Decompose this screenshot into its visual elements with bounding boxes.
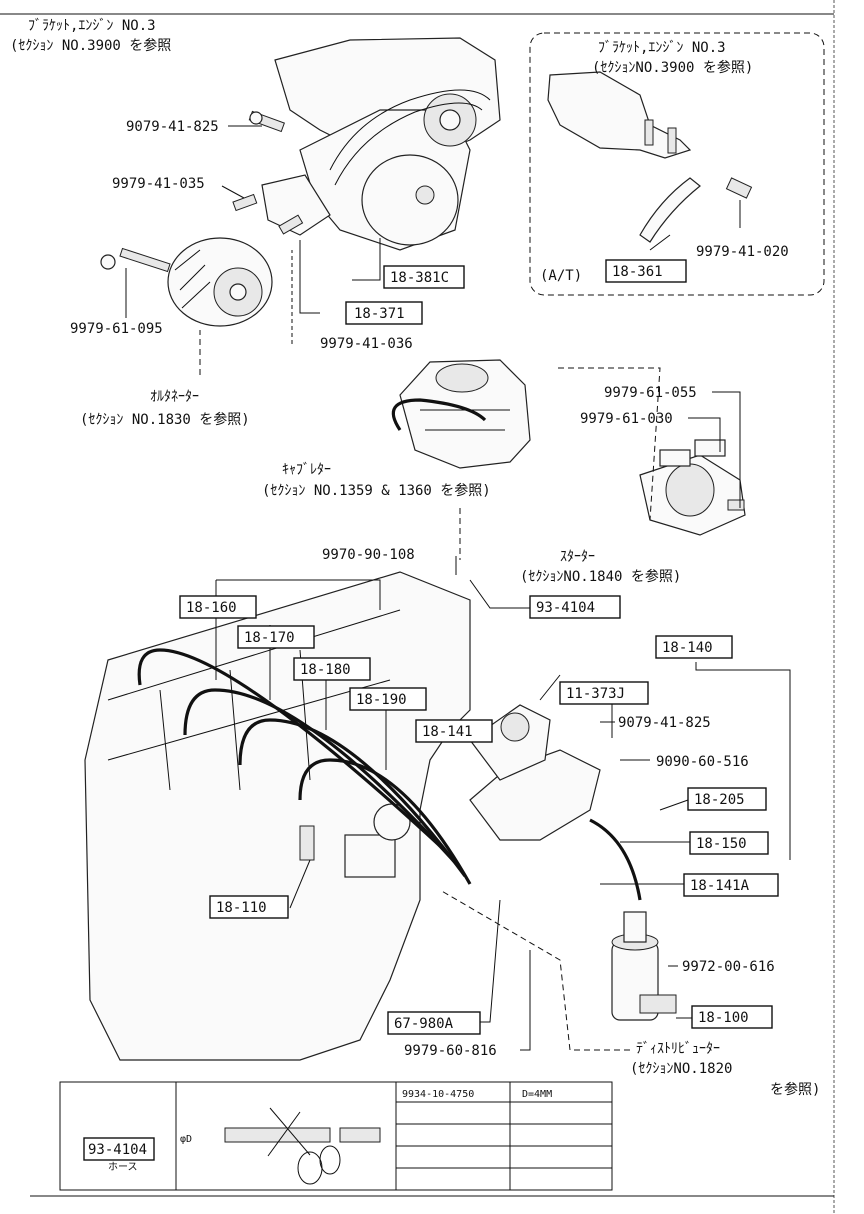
- svg-text:18-180: 18-180: [300, 662, 351, 678]
- at-bracket-illustration: [547, 71, 753, 243]
- svg-text:18-371: 18-371: [354, 306, 405, 322]
- svg-text:18-205: 18-205: [694, 792, 745, 808]
- boxed-label-18-150: 18-150: [689, 831, 769, 855]
- svg-text:18-160: 18-160: [186, 600, 237, 616]
- svg-text:93-4104: 93-4104: [88, 1142, 147, 1158]
- table-part-box: 93-4104 ホース: [83, 1137, 155, 1173]
- starter-ref: (ｾｸｼｮﾝNO.1840 を参照): [520, 568, 681, 585]
- svg-text:18-381C: 18-381C: [390, 270, 449, 286]
- part-label-9979-61-095: 9979-61-095: [70, 321, 163, 337]
- boxed-label-67-980A: 67-980A: [387, 1011, 481, 1035]
- svg-text:ホース: ホース: [108, 1161, 138, 1173]
- boxed-label-18-381C: 18-381C: [383, 265, 465, 289]
- svg-text:67-980A: 67-980A: [394, 1016, 454, 1032]
- svg-text:18-141A: 18-141A: [690, 878, 750, 894]
- part-label-9979-41-020: 9979-41-020: [696, 244, 789, 260]
- part-label-9079-41-825: 9079-41-825: [126, 119, 219, 135]
- part-label-9979-41-035: 9979-41-035: [112, 176, 205, 192]
- distributor-illustration: [469, 704, 601, 841]
- phi-d-label: φD: [180, 1134, 192, 1145]
- svg-text:18-140: 18-140: [662, 640, 713, 656]
- svg-text:18-100: 18-100: [698, 1010, 749, 1026]
- distributor-title: ﾃﾞｨｽﾄﾘﾋﾞｭｰﾀｰ: [636, 1041, 720, 1057]
- alternator-title: ｵﾙﾀﾈｰﾀｰ: [150, 389, 199, 405]
- part-label-9979-60-816: 9979-60-816: [404, 1043, 497, 1059]
- starter-title: ｽﾀｰﾀｰ: [560, 549, 595, 565]
- svg-text:18-190: 18-190: [356, 692, 407, 708]
- boxed-label-18-361: 18-361: [605, 259, 687, 283]
- svg-text:18-150: 18-150: [696, 836, 747, 852]
- boxed-label-18-190: 18-190: [349, 687, 427, 711]
- part-label-9090-60-516: 9090-60-516: [656, 754, 749, 770]
- bracket-inset-title: ﾌﾞﾗｹｯﾄ,ｴﾝｼﾞﾝ NO.3: [598, 40, 726, 56]
- bracket-inset-ref: (ｾｸｼｮﾝNO.3900 を参照): [592, 59, 753, 76]
- part-label-9979-41-036: 9979-41-036: [320, 336, 413, 352]
- distributor-ref: (ｾｸｼｮﾝNO.1820: [630, 1061, 732, 1077]
- boxed-label-93-4104: 93-4104: [529, 595, 621, 619]
- at-variant-label: (A/T): [540, 268, 582, 284]
- boxed-label-18-100: 18-100: [691, 1005, 773, 1029]
- svg-text:18-361: 18-361: [612, 264, 663, 280]
- part-label-9979-61-030: 9979-61-030: [580, 411, 673, 427]
- boxed-label-18-371: 18-371: [345, 301, 423, 325]
- svg-text:18-110: 18-110: [216, 900, 267, 916]
- boxed-label-18-180: 18-180: [293, 657, 371, 681]
- table-header-dim: D=4MM: [522, 1089, 552, 1100]
- spark-plug-icon: [299, 825, 315, 861]
- bracket-main-title: ﾌﾞﾗｹｯﾄ,ｴﾝｼﾞﾝ NO.3: [28, 18, 156, 34]
- starter-illustration: [639, 439, 746, 536]
- svg-text:18-141: 18-141: [422, 724, 473, 740]
- bolt-icons: [232, 110, 304, 235]
- boxed-label-18-205: 18-205: [687, 787, 767, 811]
- part-label-9079-41-825-b: 9079-41-825: [618, 715, 711, 731]
- alternator-ref: (ｾｸｼｮﾝ NO.1830 を参照): [80, 411, 250, 428]
- inset-frame: [529, 32, 825, 296]
- carburetor-ref: (ｾｸｼｮﾝ NO.1359 & 1360 を参照): [262, 482, 491, 499]
- part-label-9979-61-055: 9979-61-055: [604, 385, 697, 401]
- boxed-label-18-141: 18-141: [415, 719, 493, 743]
- engine-bracket-illustration: [261, 37, 501, 251]
- bracket-main-ref: (ｾｸｼｮﾝ NO.3900 を参照: [10, 37, 171, 54]
- distributor-ref-end: を参照): [770, 1081, 820, 1098]
- svg-text:11-373J: 11-373J: [566, 686, 625, 702]
- ignition-coil-illustration: [611, 911, 677, 1021]
- boxed-label-11-373J: 11-373J: [559, 681, 649, 705]
- hose-spec-table: [59, 1081, 613, 1191]
- boxed-label-18-110: 18-110: [209, 895, 289, 919]
- part-label-9972-00-616: 9972-00-616: [682, 959, 775, 975]
- hose-illustration: [224, 1107, 381, 1185]
- boxed-label-18-160: 18-160: [179, 595, 257, 619]
- boxed-label-18-140: 18-140: [655, 635, 733, 659]
- boxed-label-18-141A: 18-141A: [683, 873, 779, 897]
- svg-text:93-4104: 93-4104: [536, 600, 595, 616]
- spark-plug-wires: [137, 398, 642, 901]
- svg-text:18-170: 18-170: [244, 630, 295, 646]
- carburetor-title: ｷｬﾌﾞﾚﾀｰ: [282, 462, 331, 478]
- table-header-part: 9934-10-4750: [402, 1089, 474, 1100]
- carburetor-illustration: [399, 359, 531, 469]
- alternator-illustration: [100, 237, 273, 327]
- part-label-9970-90-108: 9970-90-108: [322, 547, 415, 563]
- boxed-label-18-170: 18-170: [237, 625, 315, 649]
